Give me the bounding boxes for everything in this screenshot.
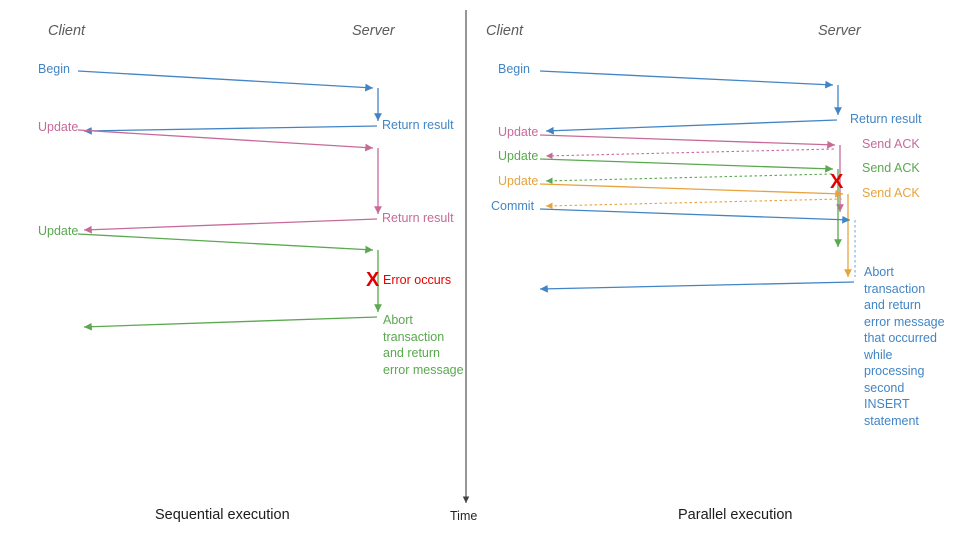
- left-msg-return-result-1: Return result: [382, 118, 454, 132]
- arrow-ack-pink: [545, 148, 835, 160]
- right-msg-begin: Begin: [498, 62, 530, 76]
- arrow-update-pink-request: [77, 129, 374, 152]
- arrow-abort-return: [83, 316, 378, 331]
- arrow-return-result-1: [83, 125, 378, 135]
- right-abort-note: Abort transaction and return error messa…: [864, 265, 945, 428]
- arrow-begin-request-parallel: [539, 70, 834, 89]
- arrow-return-result-parallel: [545, 119, 838, 135]
- left-error-x-icon: X: [366, 269, 380, 291]
- arrow-ack-green: [545, 173, 833, 185]
- left-actor-server: Server: [352, 23, 395, 39]
- left-panel-caption: Sequential execution: [155, 507, 290, 523]
- left-msg-begin: Begin: [38, 62, 70, 76]
- right-msg-ack-green: Send ACK: [862, 161, 920, 175]
- right-msg-ack-pink: Send ACK: [862, 137, 920, 151]
- right-msg-update-orange: Update: [498, 174, 539, 188]
- right-panel-caption: Parallel execution: [678, 507, 793, 523]
- left-error-label: Error occurs: [383, 273, 452, 287]
- arrow-update-green-request: [77, 233, 374, 254]
- arrow-ack-orange: [545, 198, 843, 210]
- left-panel-arrows: [77, 70, 382, 331]
- right-error-x-icon: X: [830, 171, 844, 193]
- left-msg-update-pink: Update: [38, 120, 79, 134]
- left-msg-return-result-2: Return result: [382, 211, 454, 225]
- arrow-commit-request: [539, 208, 851, 224]
- arrow-abort-return-parallel: [539, 281, 855, 293]
- arrow-return-result-2: [83, 218, 378, 234]
- left-actor-client: Client: [48, 23, 86, 39]
- arrow-update-pink-parallel: [539, 134, 836, 149]
- left-abort-note: Abort transaction and return error messa…: [383, 313, 464, 377]
- right-msg-commit: Commit: [491, 199, 535, 213]
- left-msg-update-green: Update: [38, 224, 79, 238]
- arrow-update-orange-parallel: [539, 183, 844, 198]
- right-panel-arrows: [539, 70, 856, 293]
- right-msg-update-pink: Update: [498, 125, 539, 139]
- arrow-begin-request: [77, 70, 374, 92]
- right-msg-return-result: Return result: [850, 112, 922, 126]
- right-msg-update-green: Update: [498, 149, 539, 163]
- time-axis-label: Time: [450, 509, 478, 523]
- right-msg-ack-orange: Send ACK: [862, 186, 920, 200]
- right-actor-server: Server: [818, 23, 861, 39]
- right-actor-client: Client: [486, 23, 524, 39]
- arrow-update-green-parallel: [539, 158, 834, 173]
